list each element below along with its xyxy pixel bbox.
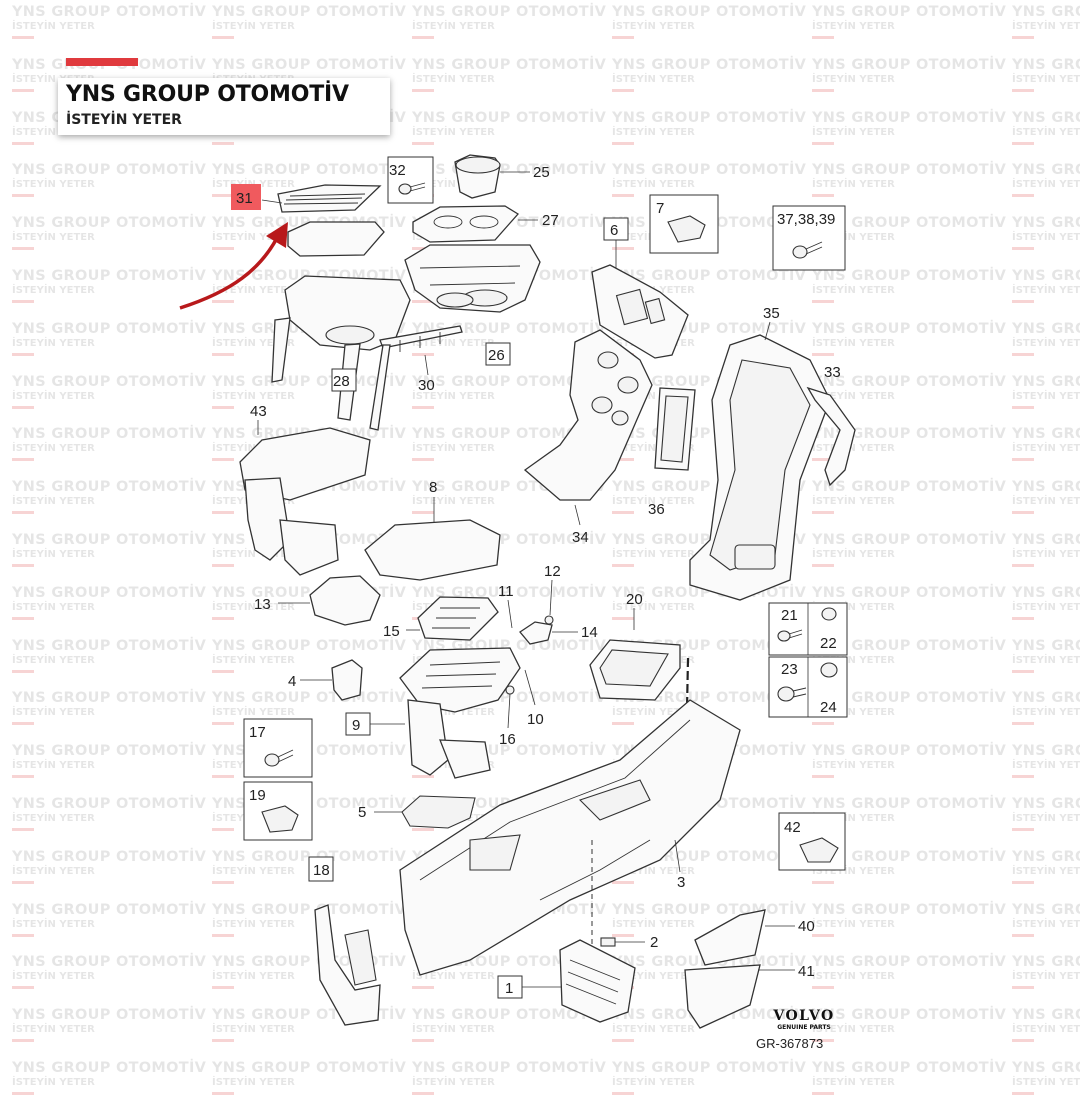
callout-41: 41 [798, 963, 815, 980]
part-34-panel [523, 329, 653, 501]
callout-6: 6 [610, 222, 618, 239]
part-33-strip [806, 386, 856, 487]
part-7-clip [667, 215, 706, 243]
callout-17: 17 [249, 724, 266, 741]
callout-4: 4 [288, 673, 296, 690]
callout-3: 3 [677, 874, 685, 891]
part-21-screw [777, 629, 803, 642]
manufacturer-logo: VOLVO GENUINE PARTS [764, 1008, 844, 1031]
part-20-tray [589, 639, 681, 701]
part-2-clip [600, 937, 616, 947]
callout-28: 28 [333, 373, 350, 390]
brand-accent-bar [66, 58, 138, 66]
callout-33: 33 [824, 364, 841, 381]
part-31-filter [277, 184, 382, 213]
callout-20: 20 [626, 591, 643, 608]
callout-18: 18 [313, 862, 330, 879]
brand-tagline: İSTEYİN YETER [66, 112, 182, 128]
mat-under-31 [287, 221, 385, 257]
callout-5: 5 [358, 804, 366, 821]
callout-24: 24 [820, 699, 837, 716]
callout-43: 43 [250, 403, 267, 420]
parts-diagram: 25 27 26 31 32 28 [179, 154, 856, 1029]
part-26-tray [404, 244, 541, 313]
callout-11: 11 [498, 583, 514, 600]
callout-22: 22 [820, 635, 837, 652]
callout-23: 23 [781, 661, 798, 678]
callout-15: 15 [383, 623, 400, 640]
pointer-arrow [179, 231, 282, 310]
callout-40: 40 [798, 918, 815, 935]
part-3-center-console [399, 699, 741, 976]
callout-30: 30 [418, 377, 435, 394]
part-17-screw [264, 749, 294, 767]
diagram-code: GR-367873 [756, 1036, 824, 1051]
callout-1: 1 [505, 980, 513, 997]
part-9-console-center [399, 647, 521, 779]
callout-21: 21 [781, 607, 798, 624]
callout-12: 12 [544, 563, 561, 580]
callout-27: 27 [542, 212, 559, 229]
part-1-vent [559, 939, 636, 1023]
callout-37-38-39: 37,38,39 [777, 211, 835, 228]
part-13-cover [309, 575, 381, 626]
callout-35: 35 [763, 305, 780, 322]
manufacturer-name: VOLVO [773, 1008, 835, 1024]
part-25-cup-holder [454, 154, 501, 199]
callout-10: 10 [527, 711, 544, 728]
callout-14: 14 [581, 624, 598, 641]
part-27-mat [412, 205, 519, 243]
part-30-strip [369, 325, 463, 431]
part-35-frame [689, 334, 831, 601]
brand-name: YNS GROUP OTOMOTİV [66, 82, 349, 107]
callout-7: 7 [656, 200, 664, 217]
part-19-clip [261, 805, 299, 833]
callout-13: 13 [254, 596, 271, 613]
part-37-screw [792, 241, 823, 259]
brand-badge: YNS GROUP OTOMOTİV İSTEYİN YETER [58, 78, 390, 135]
part-43-armrest [239, 427, 371, 576]
callout-16: 16 [499, 731, 516, 748]
arrowhead [266, 222, 288, 248]
callout-19: 19 [249, 787, 266, 804]
manufacturer-subtitle: GENUINE PARTS [777, 1024, 831, 1031]
callout-32: 32 [389, 162, 406, 179]
part-14-switch [519, 621, 553, 645]
part-42-clip [799, 837, 839, 863]
part-41-panel [684, 964, 761, 1029]
part-18-trim [314, 904, 381, 1026]
callout-42: 42 [784, 819, 801, 836]
callout-2: 2 [650, 934, 658, 951]
part-22-washer [821, 607, 837, 621]
callout-34: 34 [572, 529, 589, 546]
part-8-lid [364, 519, 501, 581]
part-24-washer [820, 662, 838, 678]
part-6-trim [591, 264, 689, 359]
part-23-bolt [777, 686, 807, 702]
callout-31: 31 [236, 190, 253, 207]
part-5-mat [401, 795, 476, 829]
callout-31-highlight [231, 184, 261, 210]
part-40-panel [694, 909, 766, 966]
part-28-bracket [271, 275, 411, 421]
callout-36: 36 [648, 501, 665, 518]
part-32-screw [398, 182, 426, 195]
callout-26: 26 [488, 347, 505, 364]
part-15-module [417, 596, 499, 641]
callout-9: 9 [352, 717, 360, 734]
part-36-frame [654, 387, 696, 471]
part-4-bracket [331, 659, 363, 701]
callout-25: 25 [533, 164, 550, 181]
callout-8: 8 [429, 479, 437, 496]
